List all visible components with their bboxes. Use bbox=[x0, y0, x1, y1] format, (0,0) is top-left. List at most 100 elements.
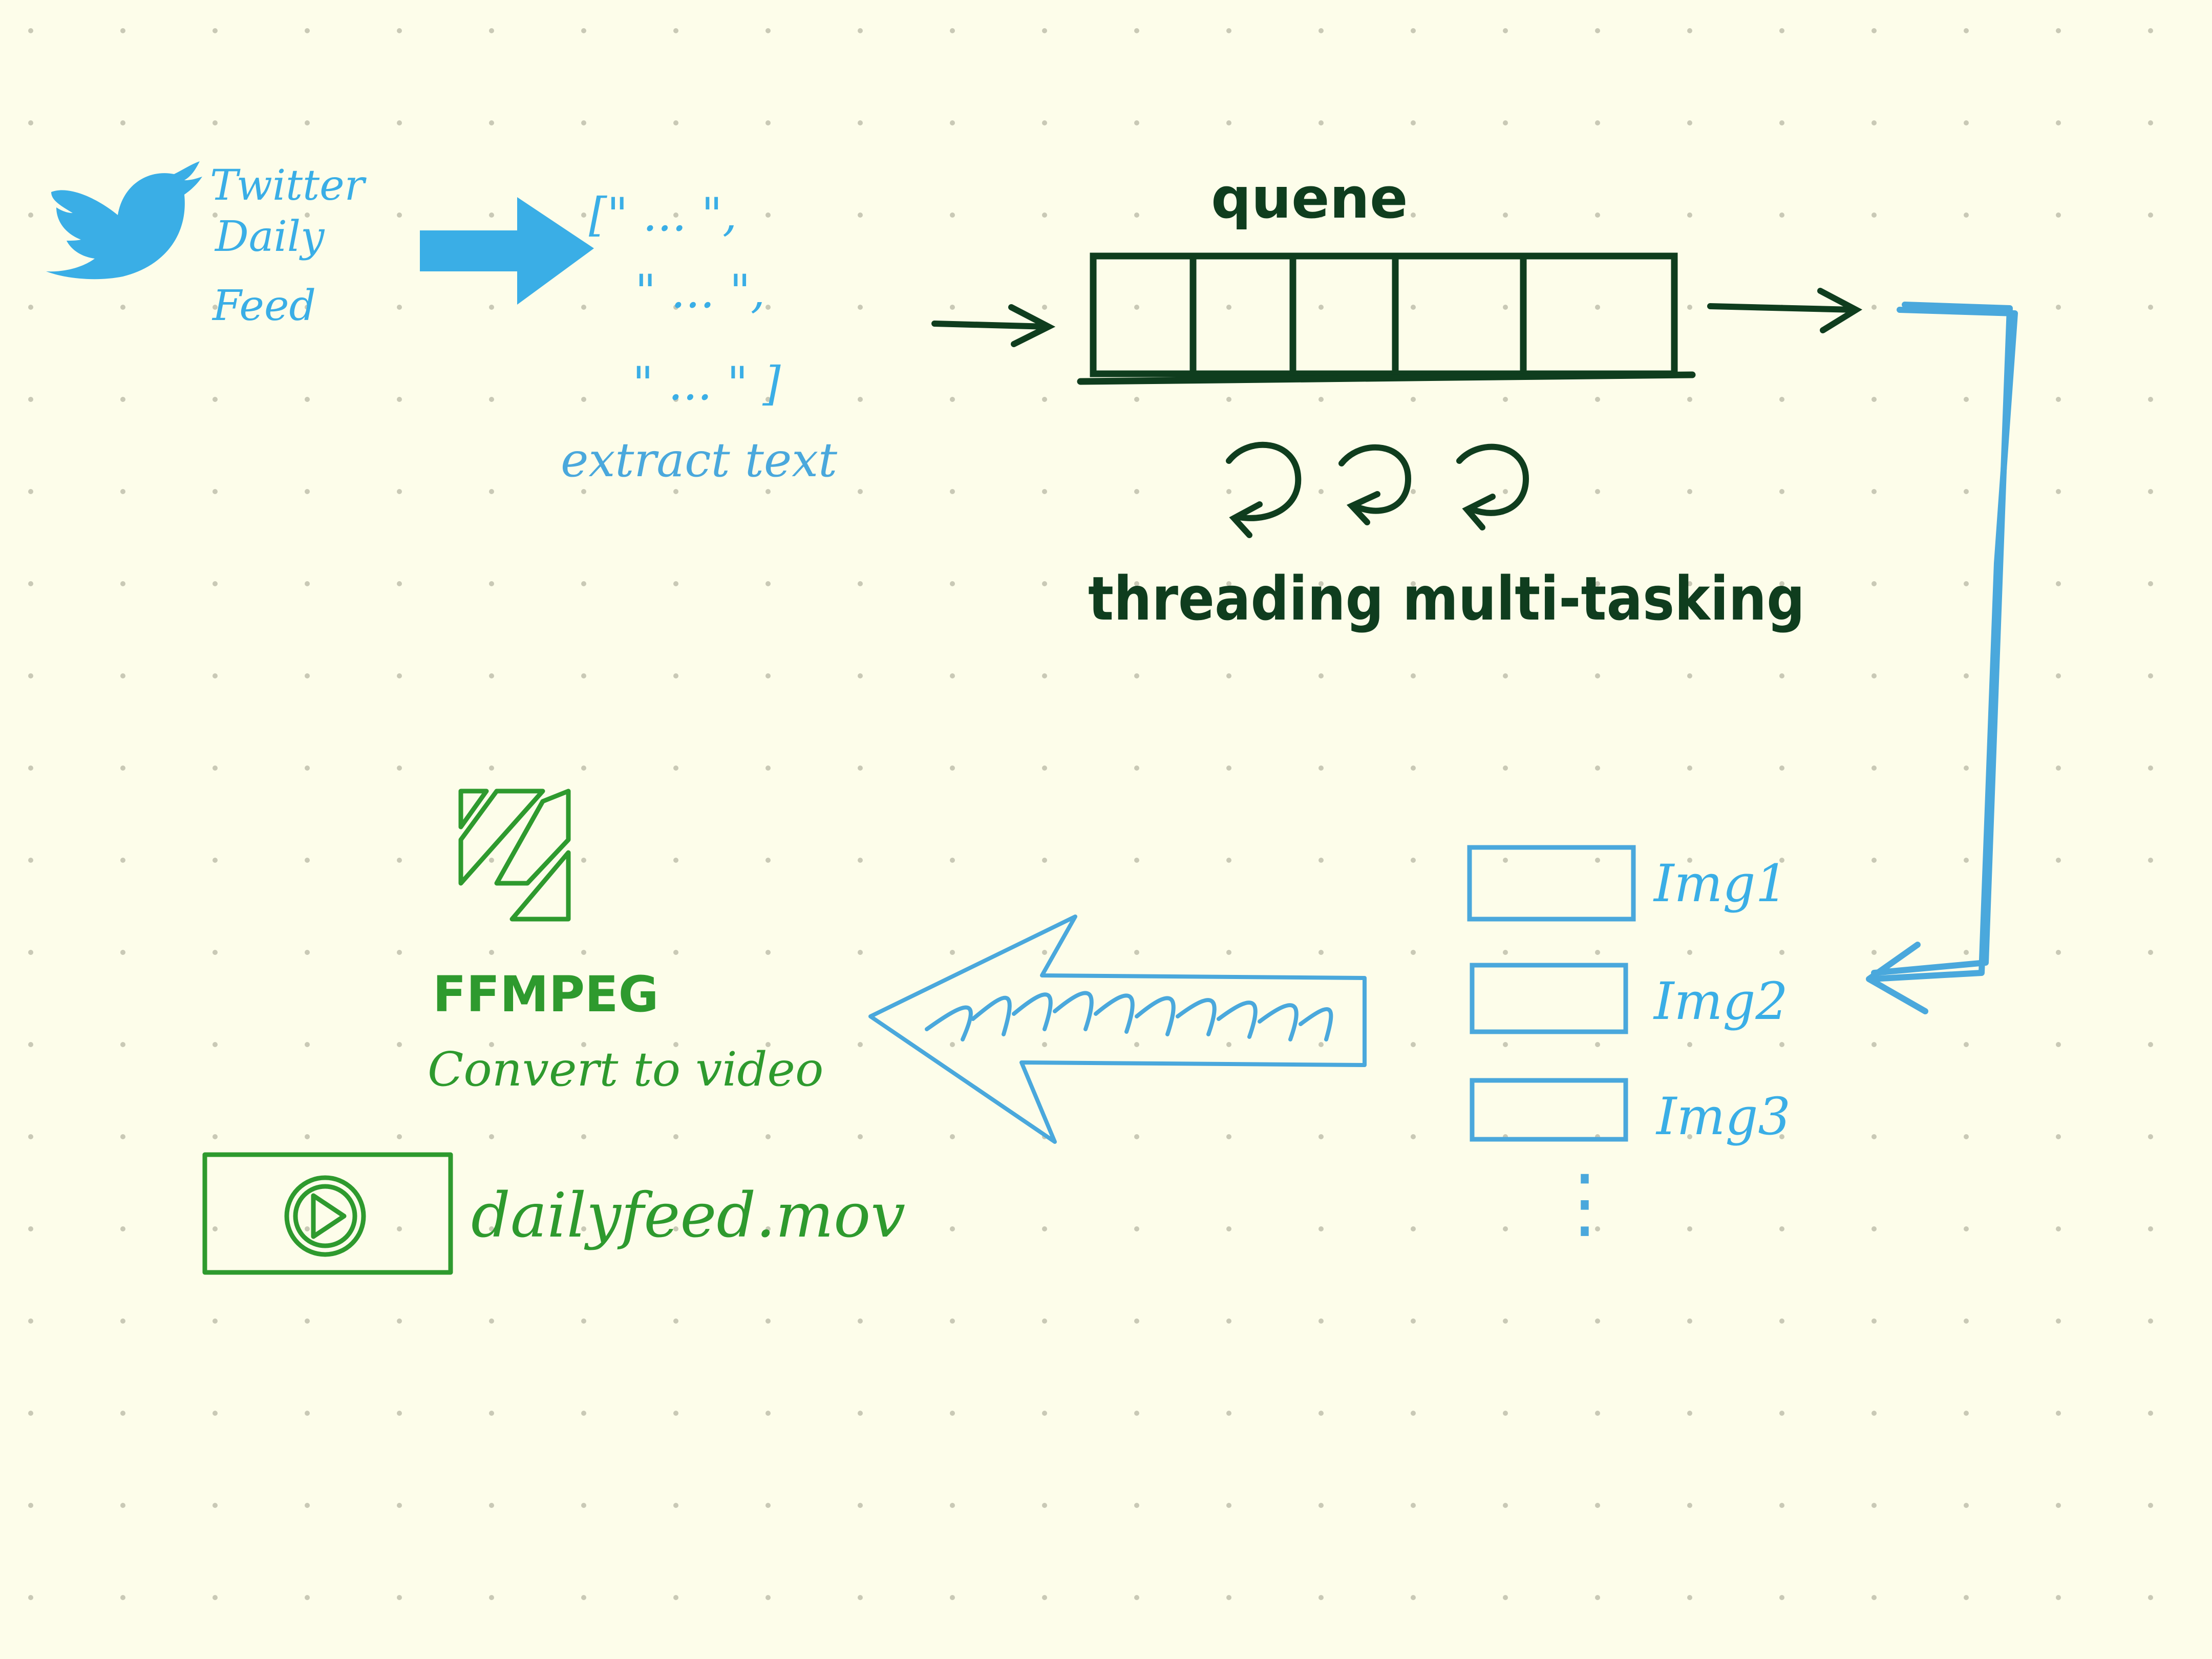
grid-dot bbox=[673, 950, 678, 955]
grid-dot bbox=[858, 858, 863, 863]
grid-dot bbox=[673, 120, 678, 125]
grid-dot bbox=[1134, 581, 1139, 586]
grid-dot bbox=[1687, 673, 1692, 678]
grid-dot bbox=[2056, 1503, 2061, 1508]
grid-dot bbox=[1687, 305, 1692, 310]
grid-dot bbox=[1318, 1503, 1324, 1508]
grid-dot bbox=[120, 1318, 125, 1324]
grid-dot bbox=[1134, 1503, 1139, 1508]
grid-dot bbox=[1042, 1503, 1047, 1508]
grid-dot bbox=[858, 28, 863, 33]
grid-dot bbox=[1134, 1411, 1139, 1416]
grid-dot bbox=[581, 120, 586, 125]
grid-dot bbox=[1134, 950, 1139, 955]
grid-dot bbox=[1503, 1318, 1508, 1324]
grid-dot bbox=[765, 858, 771, 863]
grid-dot bbox=[1503, 305, 1508, 310]
grid-dot bbox=[120, 950, 125, 955]
grid-dot bbox=[489, 1226, 494, 1231]
grid-dot bbox=[1687, 212, 1692, 218]
grid-dot bbox=[1134, 1595, 1139, 1600]
grid-dot bbox=[858, 1318, 863, 1324]
grid-dot bbox=[120, 28, 125, 33]
grid-dot bbox=[28, 28, 33, 33]
grid-dot bbox=[1042, 858, 1047, 863]
grid-dot bbox=[1503, 1411, 1508, 1416]
grid-dot bbox=[2148, 581, 2153, 586]
grid-dot bbox=[1779, 1503, 1784, 1508]
grid-dot bbox=[1503, 120, 1508, 125]
grid-dot bbox=[120, 1134, 125, 1139]
grid-dot bbox=[1687, 1595, 1692, 1600]
grid-dot bbox=[673, 581, 678, 586]
grid-dot bbox=[212, 1042, 218, 1047]
grid-dot bbox=[581, 489, 586, 494]
grid-dot bbox=[581, 397, 586, 402]
grid-dot bbox=[1779, 489, 1784, 494]
grid-dot bbox=[28, 673, 33, 678]
grid-dot bbox=[1042, 120, 1047, 125]
grid-dot bbox=[950, 120, 955, 125]
grid-dot bbox=[2056, 1595, 2061, 1600]
grid-dot bbox=[1871, 1318, 1877, 1324]
grid-dot bbox=[489, 489, 494, 494]
grid-dot bbox=[1411, 120, 1416, 125]
grid-dot bbox=[2056, 858, 2061, 863]
grid-dot bbox=[489, 1318, 494, 1324]
grid-dot bbox=[858, 120, 863, 125]
grid-dot bbox=[1687, 1134, 1692, 1139]
grid-dot bbox=[1318, 858, 1324, 863]
grid-dot bbox=[28, 397, 33, 402]
grid-dot bbox=[1503, 1226, 1508, 1231]
grid-dot bbox=[397, 489, 402, 494]
grid-dot bbox=[2056, 397, 2061, 402]
grid-dot bbox=[1411, 1134, 1416, 1139]
grid-dot bbox=[489, 305, 494, 310]
grid-dot bbox=[212, 581, 218, 586]
grid-dot bbox=[1042, 1318, 1047, 1324]
grid-dot bbox=[397, 28, 402, 33]
grid-dot bbox=[1595, 858, 1600, 863]
grid-dot bbox=[2148, 950, 2153, 955]
grid-dot bbox=[2148, 120, 2153, 125]
grid-dot bbox=[489, 581, 494, 586]
grid-dot bbox=[1687, 858, 1692, 863]
grid-dot bbox=[581, 1226, 586, 1231]
grid-dot bbox=[1779, 581, 1784, 586]
grid-dot bbox=[397, 1595, 402, 1600]
grid-dot bbox=[489, 858, 494, 863]
grid-dot bbox=[581, 1503, 586, 1508]
grid-dot bbox=[305, 1411, 310, 1416]
grid-dot bbox=[2056, 765, 2061, 771]
grid-dot bbox=[1964, 858, 1969, 863]
grid-dot bbox=[2148, 28, 2153, 33]
grid-dot bbox=[950, 489, 955, 494]
grid-dot bbox=[1503, 581, 1508, 586]
grid-dot bbox=[1411, 397, 1416, 402]
grid-dot bbox=[950, 1042, 955, 1047]
grid-dot bbox=[858, 1595, 863, 1600]
grid-dot bbox=[1411, 1411, 1416, 1416]
grid-dot bbox=[28, 1042, 33, 1047]
grid-dot bbox=[212, 28, 218, 33]
fat-arrow-right-icon bbox=[420, 197, 594, 305]
grid-dot bbox=[1687, 1411, 1692, 1416]
grid-dot bbox=[2148, 858, 2153, 863]
grid-dot bbox=[1779, 673, 1784, 678]
grid-dot bbox=[305, 1134, 310, 1139]
grid-dot bbox=[305, 1503, 310, 1508]
grid-dot bbox=[120, 673, 125, 678]
grid-dot bbox=[1595, 950, 1600, 955]
grid-dot bbox=[1871, 581, 1877, 586]
grid-dot bbox=[858, 581, 863, 586]
grid-dot bbox=[1871, 765, 1877, 771]
grid-dot bbox=[581, 1042, 586, 1047]
grid-dot bbox=[1964, 1411, 1969, 1416]
grid-dot bbox=[1687, 120, 1692, 125]
grid-dot bbox=[1779, 120, 1784, 125]
grid-dot bbox=[1503, 765, 1508, 771]
queue-label: quene bbox=[1211, 165, 1408, 231]
grid-dot bbox=[1318, 28, 1324, 33]
grid-dot bbox=[581, 1595, 586, 1600]
grid-dot bbox=[1226, 212, 1231, 218]
